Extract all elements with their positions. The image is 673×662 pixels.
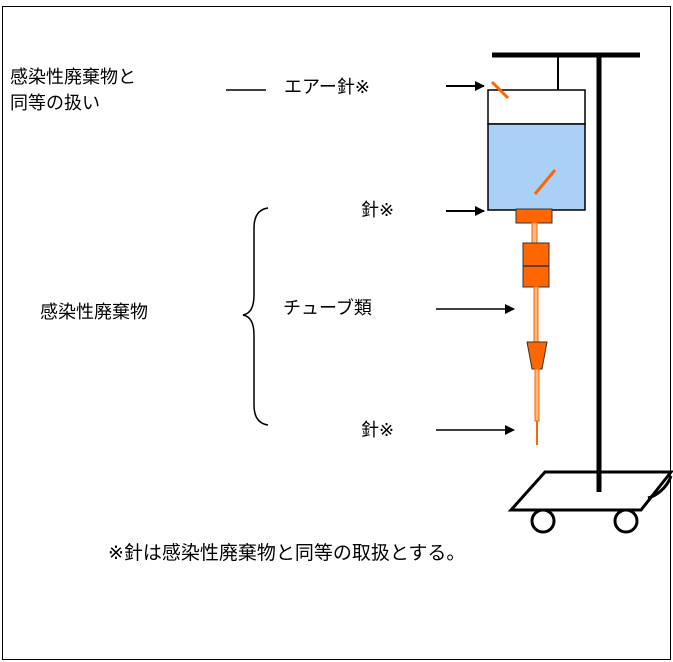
tube-lower <box>534 368 540 422</box>
label-air-needle: エアー針※ <box>284 77 371 98</box>
tube <box>533 286 539 343</box>
diagram-frame <box>2 6 671 660</box>
label-infectious: 感染性廃棄物 <box>40 302 148 323</box>
wheel-left <box>530 508 556 534</box>
stand-base-right-edge <box>647 475 673 500</box>
iv-bag-fluid <box>487 123 586 211</box>
tube-short <box>531 222 538 244</box>
footnote: ※針は感染性廃棄物と同等の取扱とする。 <box>108 542 466 564</box>
drip-chamber <box>522 242 550 288</box>
spike-connector <box>515 208 553 224</box>
label-equivalent-line1: 感染性廃棄物と <box>10 67 136 88</box>
category-brace <box>242 207 269 426</box>
label-equivalent-line2: 同等の扱い <box>10 93 100 114</box>
iv-bag-empty <box>487 89 586 125</box>
label-tubes: チューブ類 <box>283 298 372 319</box>
wheel-right <box>613 508 639 534</box>
air-needle <box>490 80 510 100</box>
label-needle-bottom: 針※ <box>361 420 395 441</box>
bag-needle <box>533 169 557 195</box>
roller-clamp <box>526 341 548 370</box>
label-needle-top: 針※ <box>361 200 395 221</box>
stand-base <box>507 470 673 512</box>
